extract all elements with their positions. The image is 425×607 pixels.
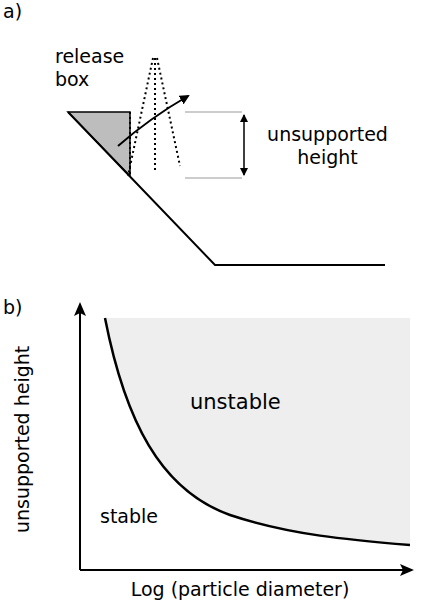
- dimension-label: unsupported height: [255, 123, 400, 169]
- flow-arrow: [118, 96, 188, 146]
- region-label: unstable: [190, 390, 310, 415]
- panel-letter: a): [3, 0, 43, 23]
- release-box-label: release box: [55, 45, 135, 91]
- region-label: stable: [100, 505, 190, 528]
- extent-line: [185, 178, 242, 179]
- axis-title: unsupported height: [11, 314, 34, 564]
- extent-line: [185, 112, 242, 113]
- y-axis: [79, 304, 81, 570]
- x-axis: [80, 569, 412, 571]
- release-trace: [157, 58, 180, 166]
- release-trace: [128, 58, 153, 176]
- axis-title: Log (particle diameter): [60, 578, 420, 601]
- panel-letter: b): [3, 296, 43, 319]
- release-trace: [154, 58, 156, 170]
- dimension-arrow: [243, 115, 245, 175]
